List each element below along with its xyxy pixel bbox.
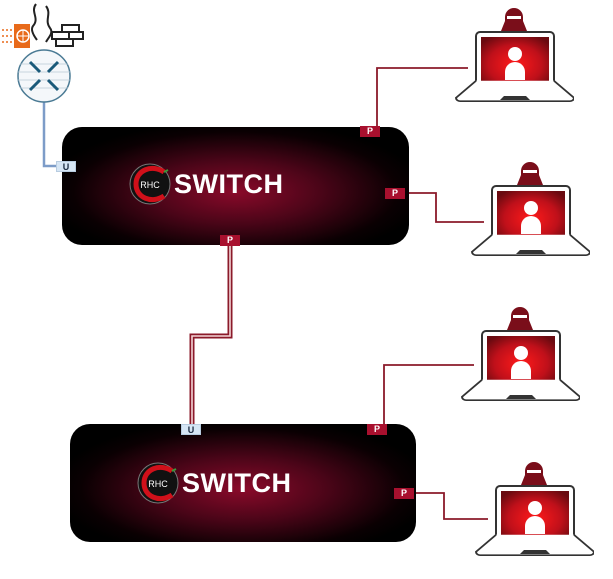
rhc-chili-logo-icon: RHC bbox=[129, 163, 171, 205]
port-poe[interactable]: P bbox=[385, 188, 405, 199]
switch-1[interactable]: RHC SWITCH bbox=[62, 127, 409, 245]
rhc-chili-logo-icon: RHC bbox=[137, 462, 179, 504]
laptop-2[interactable] bbox=[466, 160, 590, 260]
link-switch2-laptop4 bbox=[414, 492, 488, 520]
link-router-switch1 bbox=[42, 102, 56, 168]
link-switch1-laptop1 bbox=[376, 67, 468, 126]
laptop-1[interactable] bbox=[450, 6, 574, 106]
switch-brand: RHC SWITCH bbox=[128, 162, 283, 206]
switch-2[interactable]: RHC SWITCH bbox=[70, 424, 416, 542]
switch-label: SWITCH bbox=[182, 467, 292, 498]
laptop-4[interactable] bbox=[470, 460, 594, 560]
port-poe[interactable]: P bbox=[394, 488, 414, 499]
link-switch2-laptop3 bbox=[383, 364, 474, 424]
firewall-icon bbox=[2, 3, 84, 48]
router-icon bbox=[17, 49, 71, 103]
switch-brand: RHC SWITCH bbox=[136, 461, 291, 505]
laptop-3[interactable] bbox=[456, 305, 580, 405]
port-poe[interactable]: P bbox=[220, 235, 240, 246]
port-poe[interactable]: P bbox=[367, 424, 387, 435]
switch-label: SWITCH bbox=[174, 168, 284, 199]
port-uplink[interactable]: U bbox=[56, 161, 76, 172]
port-poe[interactable]: P bbox=[360, 126, 380, 137]
firewall-router-icon bbox=[2, 3, 84, 103]
rhc-logo-text: RHC bbox=[148, 479, 168, 489]
link-switch1-laptop2 bbox=[405, 192, 484, 223]
rhc-logo-text: RHC bbox=[140, 180, 160, 190]
port-uplink[interactable]: U bbox=[181, 424, 201, 435]
